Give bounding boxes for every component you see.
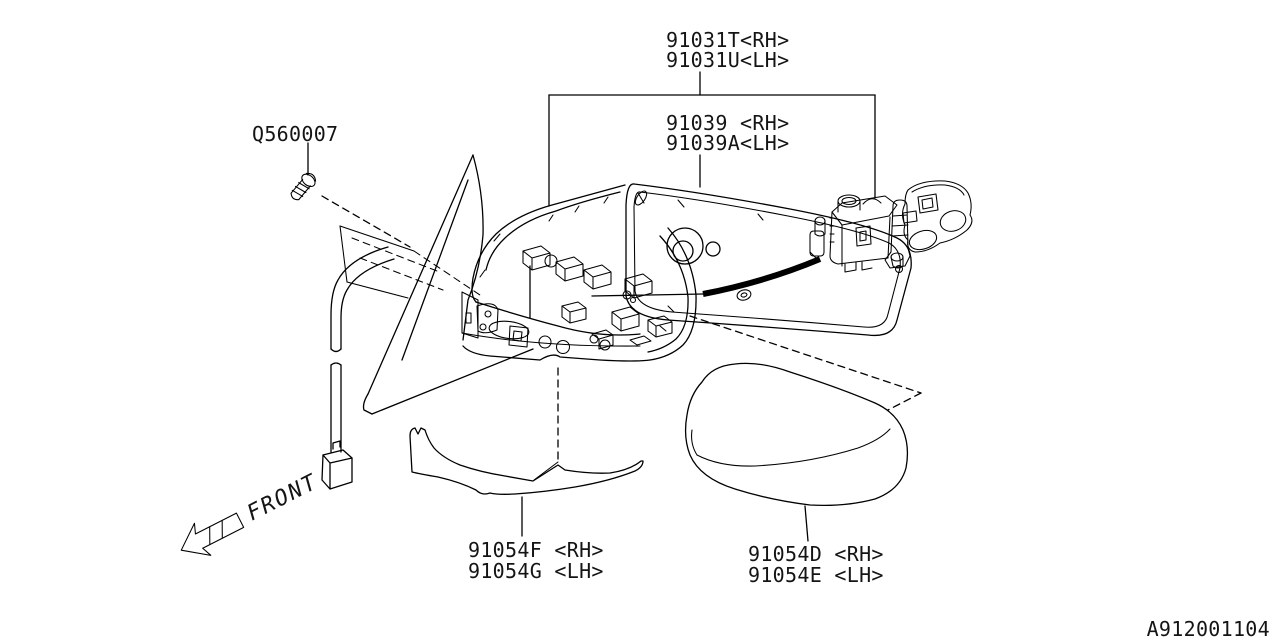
- harness-cord[interactable]: [321, 246, 395, 490]
- cover-lower[interactable]: [409, 427, 644, 495]
- label-91054f-lh[interactable]: 91054G <LH>: [468, 559, 604, 583]
- label-91031-lh[interactable]: 91031U<LH>: [666, 48, 789, 72]
- actuator-bracket-plate: [890, 180, 973, 274]
- mirror-glass-plate[interactable]: [625, 183, 912, 337]
- label-91054d-rh[interactable]: 91054D <RH>: [748, 542, 884, 566]
- front-indicator: FRONT: [180, 469, 322, 556]
- diagram-code: A912001104: [1147, 617, 1270, 640]
- label-q560007[interactable]: Q560007: [252, 122, 338, 146]
- label-91031-rh[interactable]: 91031T<RH>: [666, 28, 789, 52]
- mirror-housing[interactable]: [461, 184, 697, 481]
- glass-plate-bosses: [634, 190, 817, 301]
- screw-icon[interactable]: [288, 170, 319, 203]
- label-91054f-rh[interactable]: 91054F <RH>: [468, 538, 604, 562]
- front-label: FRONT: [243, 469, 322, 526]
- sail-panel[interactable]: [362, 154, 534, 415]
- leader-lines: [307, 71, 922, 542]
- label-91054d-lh[interactable]: 91054E <LH>: [748, 563, 884, 587]
- front-arrow-icon: [180, 512, 245, 556]
- housing-bracket: [461, 291, 641, 355]
- mirror-actuator[interactable]: [809, 180, 973, 274]
- label-91039-lh[interactable]: 91039A<LH>: [666, 131, 789, 155]
- part-labels: Q560007 91031T<RH> 91031U<LH> 91039 <RH>…: [252, 28, 1270, 640]
- label-91039-rh[interactable]: 91039 <RH>: [666, 111, 789, 135]
- actuator-pointer: [591, 256, 822, 297]
- harness-connector: [321, 440, 353, 490]
- door-corner-sketch: [339, 225, 481, 299]
- cover-cap[interactable]: [684, 362, 909, 507]
- housing-inner-frame: [479, 196, 675, 481]
